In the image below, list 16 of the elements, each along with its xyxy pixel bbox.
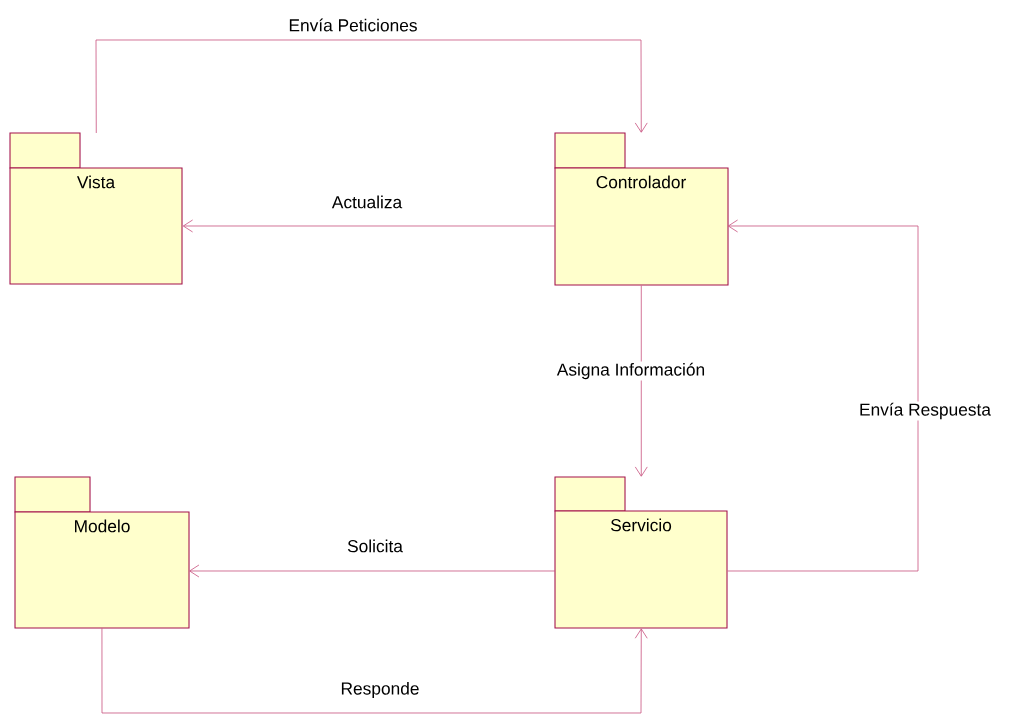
arrow — [101, 627, 648, 714]
arrow — [727, 219, 919, 572]
arrow — [634, 285, 648, 477]
edge-label: Responde — [339, 680, 421, 700]
package-box: Controlador — [554, 132, 729, 286]
package-box: Modelo — [14, 476, 190, 629]
edge-label: Envía Respuesta — [857, 401, 993, 421]
edge-label: Asigna Información — [555, 361, 707, 381]
package-box: Servicio — [554, 476, 728, 629]
edge-label: Actualiza — [330, 194, 404, 210]
edge-label: Solicita — [345, 538, 405, 554]
arrow — [95, 39, 648, 134]
arrow — [189, 564, 556, 578]
arrow — [182, 219, 556, 233]
package-box: Vista — [9, 132, 183, 285]
edge-label: Envía Peticiones — [287, 17, 419, 33]
